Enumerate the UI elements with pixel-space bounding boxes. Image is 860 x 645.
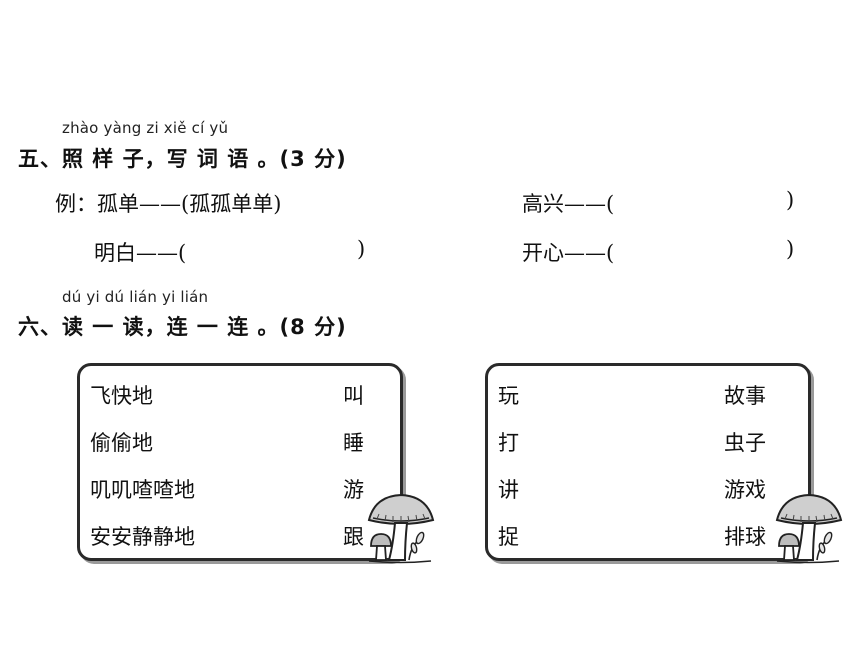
box2-left-1: 玩: [498, 384, 519, 408]
box1-left-1: 飞快地: [90, 384, 153, 408]
item-kaixin: 开心——(: [522, 241, 615, 265]
section5-pinyin: zhào yàng zi xiě cí yǔ: [62, 119, 229, 137]
section6-pinyin: dú yi dú lián yi lián: [62, 288, 209, 306]
example-line: 例：孤单——(孤孤单单): [55, 192, 282, 216]
matching-box-2: 玩 打 讲 捉 故事 虫子 游戏 排球: [485, 363, 811, 561]
box1-right-3: 游: [343, 478, 364, 502]
box2-right-3: 游戏: [724, 478, 766, 502]
mushroom-icon: [367, 493, 435, 564]
box2-right-2: 虫子: [724, 431, 766, 455]
box1-right-4: 跟: [343, 525, 364, 549]
item-gaoxing-close: ): [786, 188, 795, 212]
matching-box-1: 飞快地 偷偷地 叽叽喳喳地 安安静静地 叫 睡 游 跟: [77, 363, 403, 561]
box2-left-3: 讲: [498, 478, 519, 502]
item-mingbai-close: ): [357, 237, 366, 261]
section6-title: 六、读 一 读，连 一 连 。(8 分): [18, 315, 347, 339]
box2-right-1: 故事: [724, 384, 766, 408]
box1-left-3: 叽叽喳喳地: [90, 478, 195, 502]
box2-left-4: 捉: [498, 525, 519, 549]
item-mingbai: 明白——(: [94, 241, 187, 265]
box2-right-4: 排球: [724, 525, 766, 549]
item-gaoxing: 高兴——(: [522, 192, 615, 216]
box1-left-4: 安安静静地: [90, 525, 195, 549]
section5-title: 五、照 样 子，写 词 语 。(3 分): [18, 147, 347, 171]
box1-left-2: 偷偷地: [90, 431, 153, 455]
box1-right-2: 睡: [343, 431, 364, 455]
box2-left-2: 打: [498, 431, 519, 455]
item-kaixin-close: ): [786, 237, 795, 261]
box1-right-1: 叫: [343, 384, 364, 408]
mushroom-icon: [775, 493, 843, 564]
